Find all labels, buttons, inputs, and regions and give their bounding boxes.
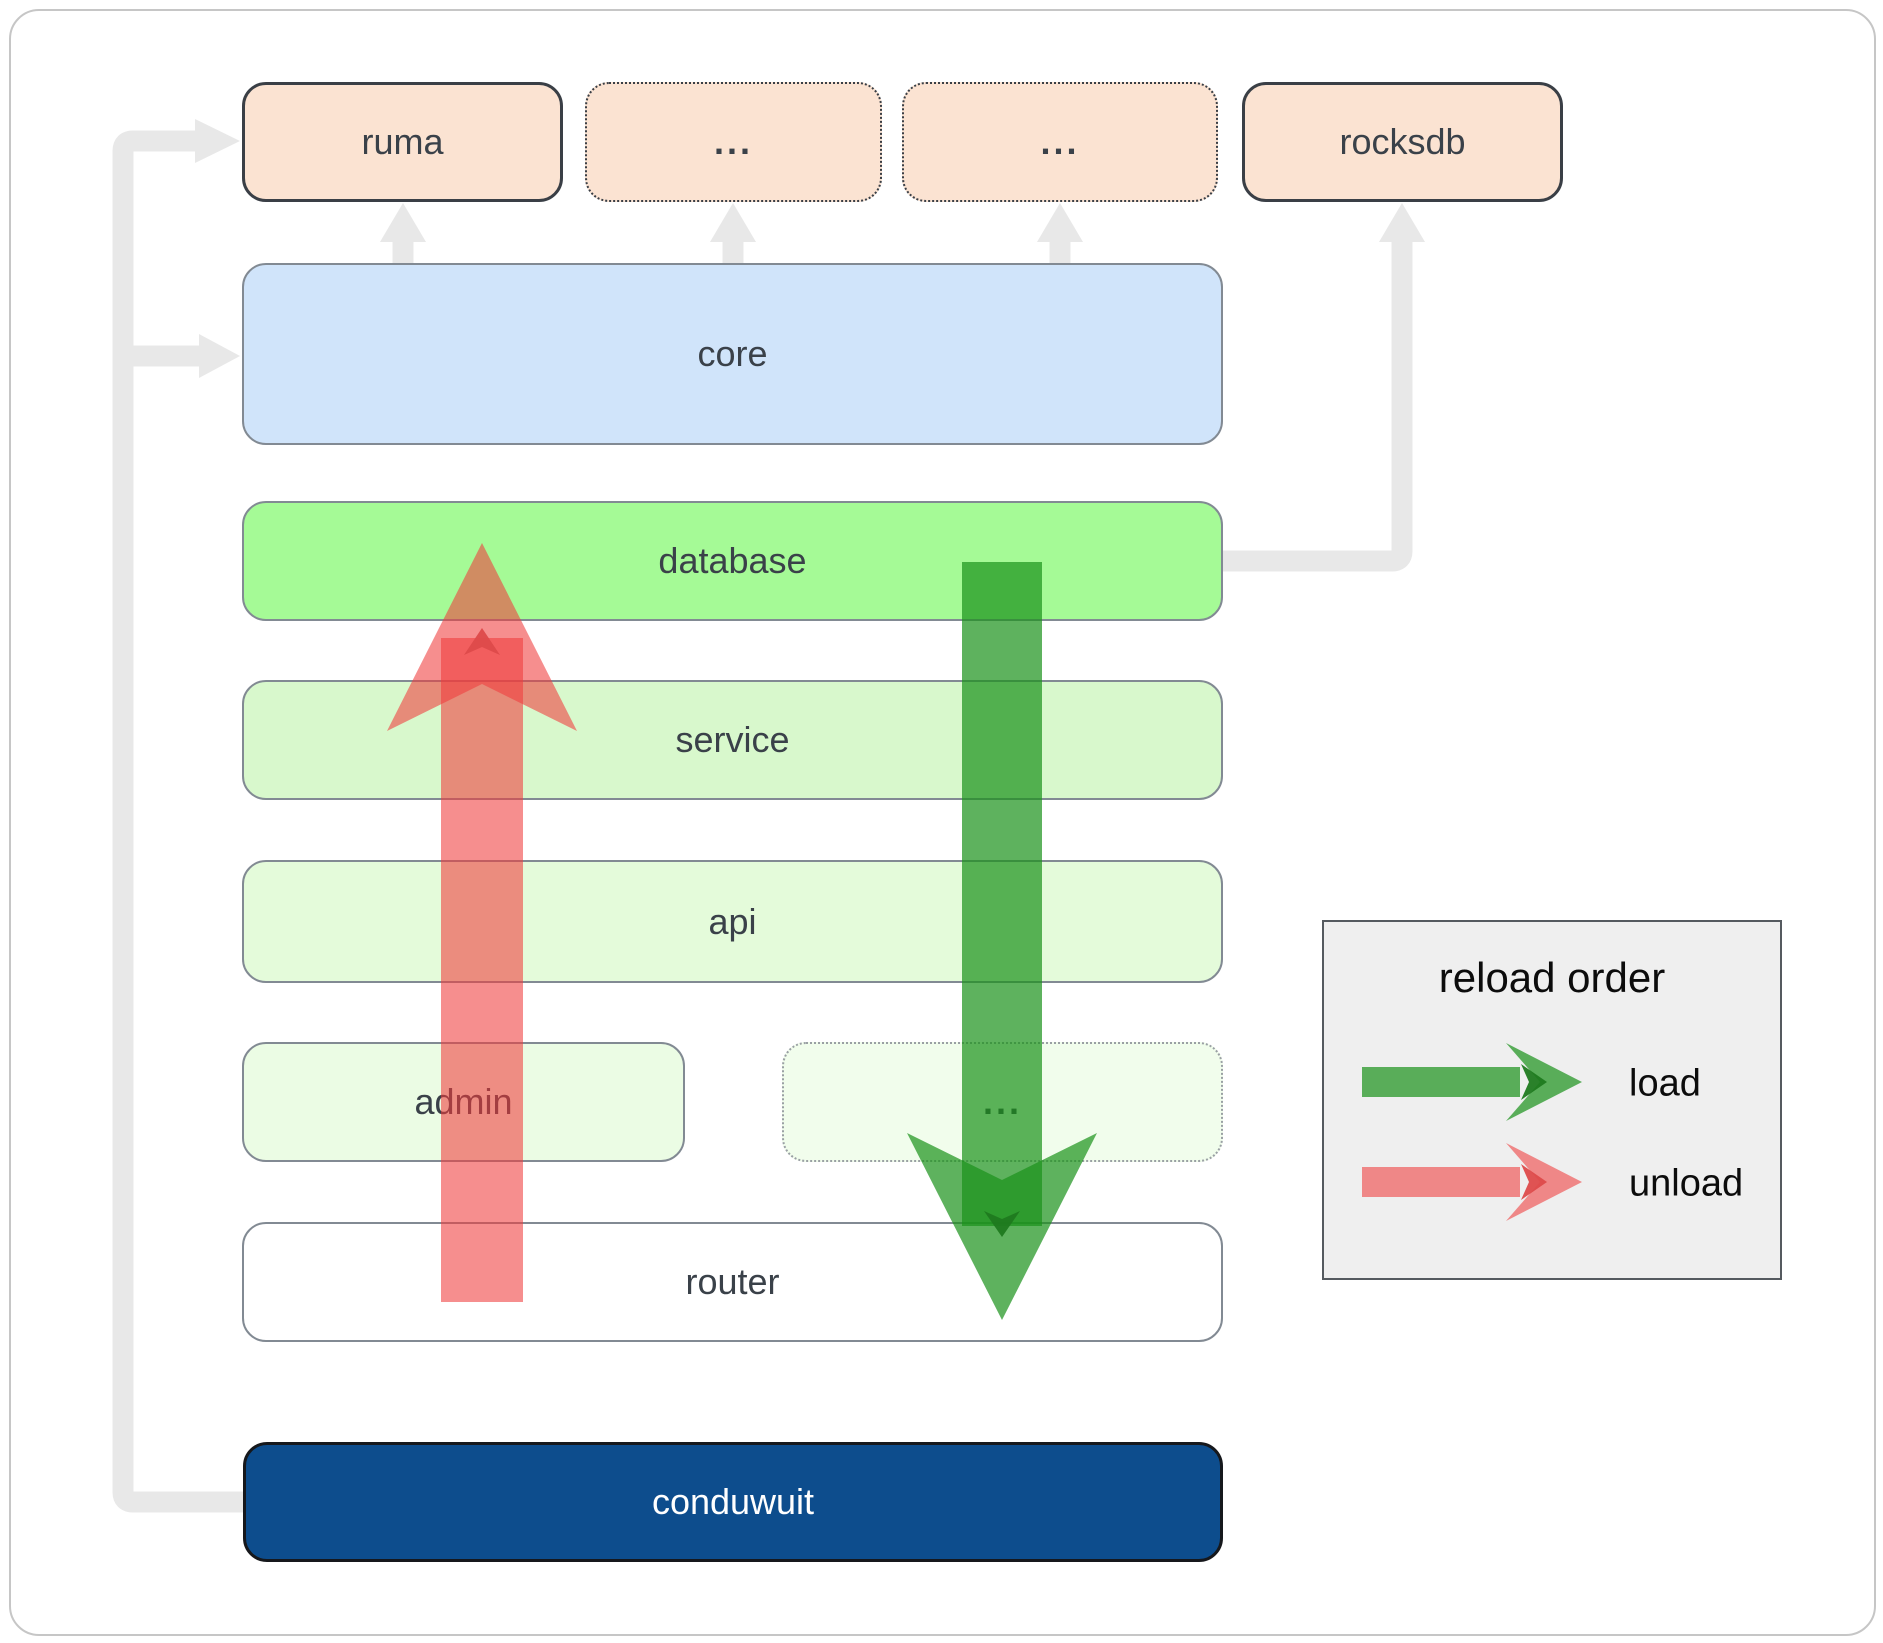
node-api: api — [242, 860, 1223, 983]
node-top-more-1: ... — [585, 82, 882, 202]
diagram-outer-frame — [9, 9, 1876, 1636]
arrowhead-core-to-more1 — [710, 203, 756, 242]
arrowhead-into-core — [199, 334, 240, 378]
legend-load-label: load — [1629, 1062, 1701, 1105]
arrowhead-into-ruma — [195, 119, 240, 163]
node-admin: admin — [242, 1042, 685, 1162]
node-core: core — [242, 263, 1223, 445]
node-database: database — [242, 501, 1223, 621]
node-top-more-1-label: ... — [713, 121, 753, 162]
node-api-label: api — [708, 900, 757, 942]
node-top-more-2: ... — [902, 82, 1218, 202]
legend: reload order load unload — [1322, 920, 1782, 1280]
node-conduwuit-label: conduwuit — [651, 1481, 815, 1522]
legend-unload-label: unload — [1629, 1162, 1744, 1205]
node-rocksdb: rocksdb — [1242, 82, 1563, 202]
node-admin-more-label: ... — [982, 1081, 1022, 1122]
node-service-label: service — [675, 719, 790, 760]
arrowhead-core-to-ruma — [380, 203, 426, 242]
node-ruma-label: ruma — [361, 121, 444, 162]
conduwuit-to-ruma-link — [112, 130, 246, 1513]
arrowhead-core-to-more2 — [1037, 203, 1083, 242]
node-admin-label: admin — [414, 1081, 513, 1122]
node-database-label: database — [658, 540, 807, 581]
node-rocksdb-label: rocksdb — [1339, 121, 1466, 162]
node-top-more-2-label: ... — [1040, 121, 1080, 162]
node-router-label: router — [685, 1261, 780, 1302]
node-core-label: core — [697, 333, 768, 374]
database-to-rocksdb-link — [1223, 241, 1413, 572]
node-conduwuit: conduwuit — [243, 1442, 1223, 1562]
arrowhead-into-rocksdb — [1379, 203, 1425, 242]
legend-title: reload order — [1438, 954, 1666, 1001]
node-router: router — [242, 1222, 1223, 1342]
node-ruma: ruma — [242, 82, 563, 202]
node-admin-more: ... — [782, 1042, 1223, 1162]
node-service: service — [242, 680, 1223, 800]
